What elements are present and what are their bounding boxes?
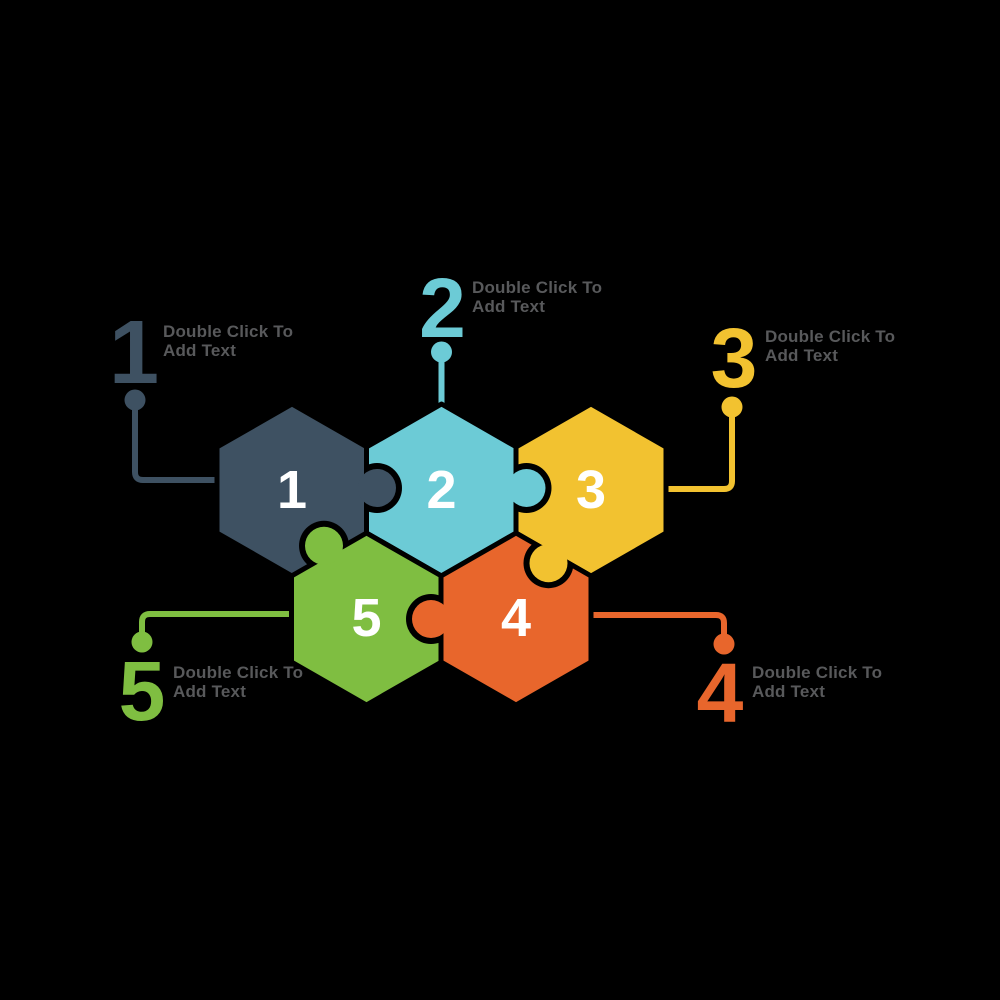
callout-number-1: 1 (109, 303, 157, 403)
tab-knob-4-5 (412, 600, 450, 638)
hexagon-numbers: 1 2 3 5 4 (277, 460, 606, 648)
tab-knob-1-2 (358, 469, 396, 507)
connector-dot-5 (131, 631, 153, 653)
tab-knob-2-3 (507, 469, 546, 507)
connector-line-1 (132, 400, 240, 483)
callout-label-1[interactable]: Double Click To Add Text (163, 322, 293, 360)
hexagon-number-2: 2 (426, 460, 456, 520)
callout-number-3: 3 (711, 311, 756, 405)
callout-label-5-line2[interactable]: Add Text (173, 682, 246, 701)
puzzle-pieces (214, 401, 669, 708)
callout-labels: Double Click To Add Text Double Click To… (163, 278, 895, 701)
connector-line-4 (570, 612, 727, 644)
callout-label-4-line2[interactable]: Add Text (752, 682, 825, 701)
tab-knob-3-4 (529, 544, 568, 583)
hexagon-number-4: 4 (501, 588, 531, 648)
callout-numbers: 1 2 3 4 5 (109, 261, 757, 740)
callout-number-4: 4 (697, 646, 744, 740)
hexagon-number-1: 1 (277, 460, 307, 520)
puzzle-tabs (299, 463, 574, 644)
tab-knob-5-1 (305, 526, 343, 565)
callout-label-4-line1[interactable]: Double Click To (752, 663, 882, 682)
callout-label-2[interactable]: Double Click To Add Text (472, 278, 602, 316)
callout-number-5: 5 (119, 644, 164, 738)
connector-line-5 (139, 611, 315, 642)
callout-label-4[interactable]: Double Click To Add Text (752, 663, 882, 701)
connector-line-3 (645, 407, 735, 492)
connector-dot-4 (713, 633, 735, 655)
callout-label-3[interactable]: Double Click To Add Text (765, 327, 895, 365)
callout-label-3-line2[interactable]: Add Text (765, 346, 838, 365)
callout-number-2: 2 (419, 261, 464, 355)
connector-dot-1 (124, 389, 146, 411)
hexagon-number-5: 5 (351, 588, 381, 648)
callout-label-2-line1[interactable]: Double Click To (472, 278, 602, 297)
connector-dot-3 (721, 396, 743, 418)
callout-label-2-line2[interactable]: Add Text (472, 297, 545, 316)
callout-label-5[interactable]: Double Click To Add Text (173, 663, 303, 701)
connectors (124, 341, 743, 655)
connector-dot-2 (431, 341, 452, 363)
callout-label-1-line2[interactable]: Add Text (163, 341, 236, 360)
hexagon-number-3: 3 (576, 460, 606, 520)
callout-label-3-line1[interactable]: Double Click To (765, 327, 895, 346)
callout-label-1-line1[interactable]: Double Click To (163, 322, 293, 341)
callout-label-5-line1[interactable]: Double Click To (173, 663, 303, 682)
